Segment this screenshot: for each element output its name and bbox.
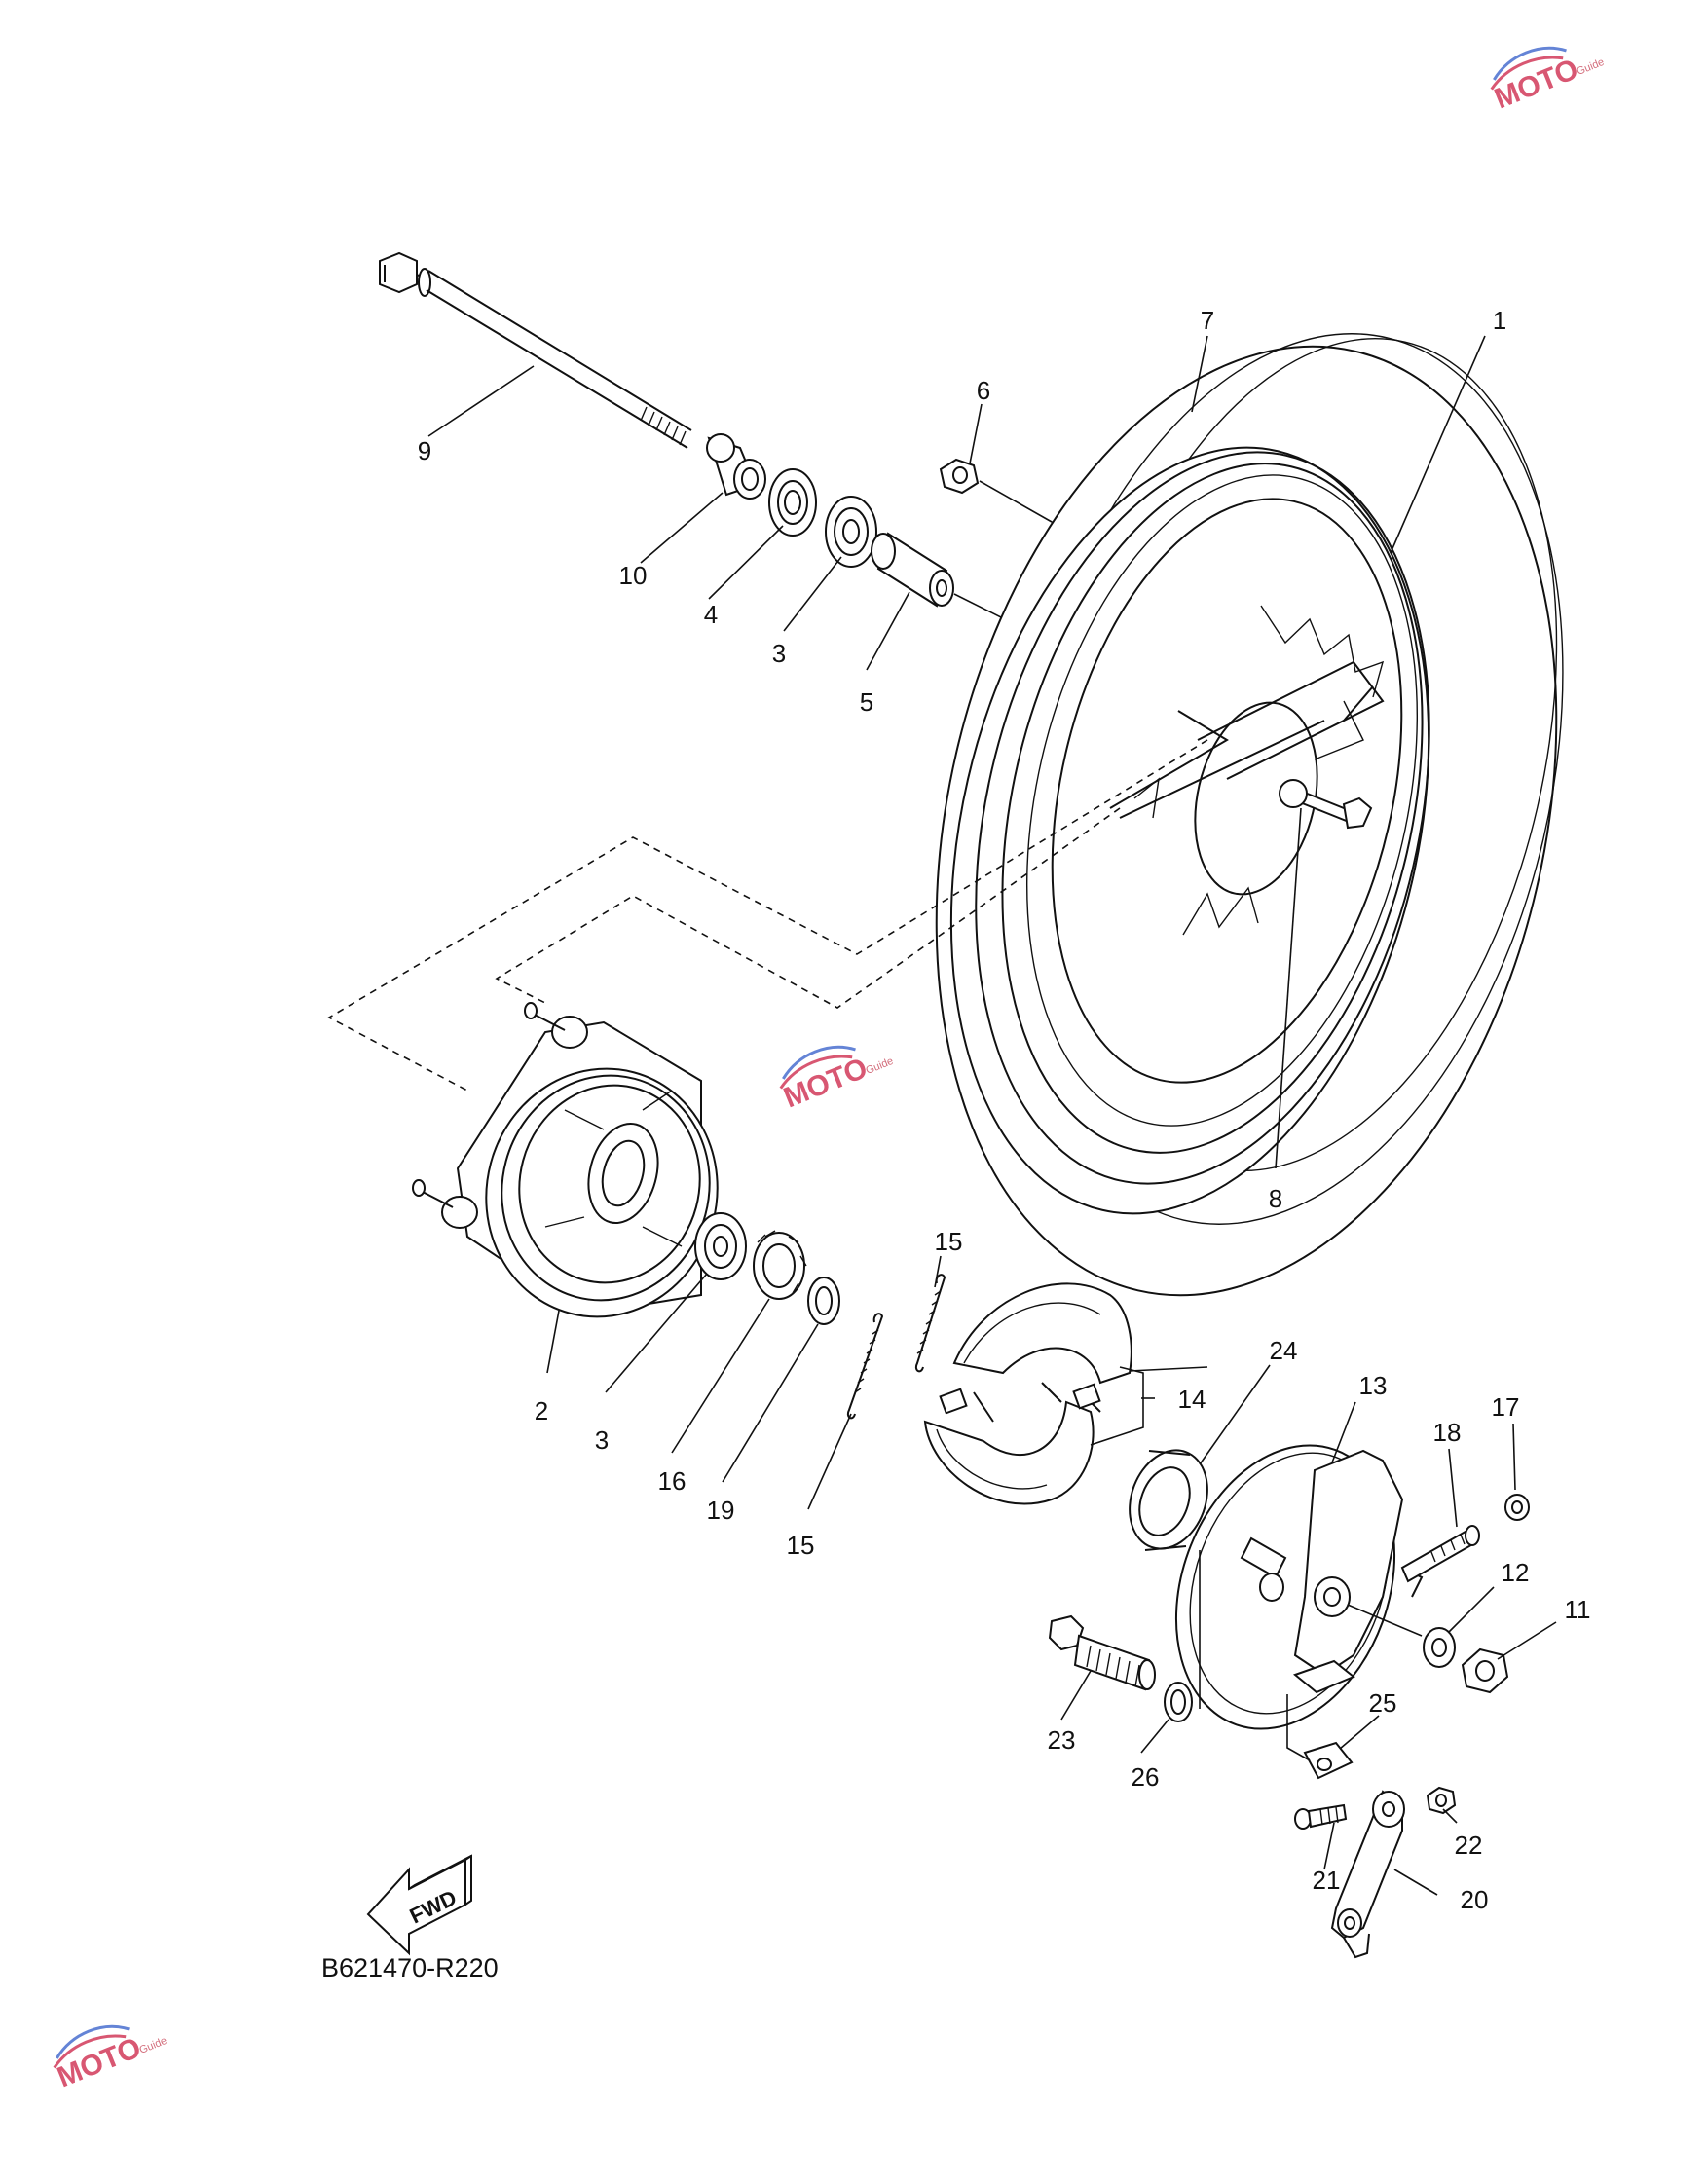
watermark-brand: MOTO bbox=[53, 2031, 145, 2093]
bearing-small[interactable] bbox=[768, 468, 817, 537]
watermark-sub: Guide bbox=[864, 1055, 895, 1077]
callout-21[interactable]: 21 bbox=[1313, 1866, 1341, 1895]
callout-2[interactable]: 2 bbox=[535, 1396, 548, 1425]
watermark-brand: MOTO bbox=[1490, 53, 1582, 115]
callout-16[interactable]: 16 bbox=[658, 1466, 687, 1496]
callout-9[interactable]: 9 bbox=[418, 436, 431, 465]
assembly-dashed-connector bbox=[327, 739, 1208, 1092]
callout-10[interactable]: 10 bbox=[619, 561, 648, 590]
callout-17[interactable]: 17 bbox=[1492, 1392, 1520, 1422]
watermark-top-right: MOTO Guide bbox=[1490, 46, 1606, 115]
wear-indicator-plate[interactable] bbox=[1286, 1694, 1354, 1780]
brake-shoe-plate[interactable] bbox=[1138, 1415, 1432, 1759]
callout-4[interactable]: 4 bbox=[704, 600, 718, 629]
small-nut[interactable] bbox=[1504, 1494, 1530, 1521]
callout-14[interactable]: 14 bbox=[1178, 1385, 1206, 1414]
brake-shoe-set[interactable] bbox=[923, 1282, 1132, 1505]
oil-seal[interactable] bbox=[1117, 1439, 1221, 1560]
callout-15-upper[interactable]: 15 bbox=[935, 1227, 963, 1256]
callout-22[interactable]: 22 bbox=[1455, 1831, 1483, 1860]
watermark-sub: Guide bbox=[137, 2035, 168, 2056]
callout-18[interactable]: 18 bbox=[1433, 1418, 1462, 1447]
callout-24[interactable]: 24 bbox=[1270, 1336, 1298, 1365]
bearing-upper[interactable] bbox=[825, 496, 877, 568]
brake-camshaft[interactable] bbox=[1048, 1614, 1156, 1691]
lever-bolt[interactable] bbox=[1294, 1803, 1348, 1830]
callout-7[interactable]: 7 bbox=[1201, 306, 1214, 335]
spacer[interactable] bbox=[871, 532, 954, 608]
callout-6[interactable]: 6 bbox=[977, 376, 990, 405]
callout-leader-lines bbox=[427, 335, 1557, 1896]
watermark-bottom-left: MOTO Guide bbox=[53, 2024, 168, 2093]
callout-3-lower[interactable]: 3 bbox=[595, 1425, 609, 1455]
callout-25[interactable]: 25 bbox=[1369, 1688, 1397, 1718]
rear-wheel[interactable] bbox=[909, 407, 1497, 1229]
callout-8[interactable]: 8 bbox=[1269, 1184, 1282, 1213]
brake-spring-upper[interactable] bbox=[914, 1274, 946, 1373]
callout-5[interactable]: 5 bbox=[860, 687, 873, 717]
axle-nut[interactable] bbox=[939, 458, 980, 495]
callout-11[interactable]: 11 bbox=[1565, 1595, 1591, 1624]
axle-bolt[interactable] bbox=[379, 251, 692, 449]
watermark-brand: MOTO bbox=[779, 1052, 872, 1114]
callout-3-upper[interactable]: 3 bbox=[772, 639, 786, 668]
callout-26[interactable]: 26 bbox=[1132, 1762, 1160, 1792]
forward-direction-arrow: FWD bbox=[366, 1854, 472, 1956]
callout-1[interactable]: 1 bbox=[1493, 306, 1506, 335]
anchor-pin[interactable] bbox=[1400, 1525, 1480, 1583]
plate-washer[interactable] bbox=[1347, 1604, 1456, 1668]
collar[interactable] bbox=[706, 433, 766, 500]
callout-23[interactable]: 23 bbox=[1048, 1725, 1076, 1755]
callout-20[interactable]: 20 bbox=[1461, 1885, 1489, 1914]
watermark-center: MOTO Guide bbox=[779, 1045, 895, 1114]
callout-13[interactable]: 13 bbox=[1359, 1371, 1388, 1400]
brake-drum-hub[interactable] bbox=[412, 1002, 745, 1343]
watermark-sub: Guide bbox=[1575, 56, 1606, 78]
diagram-code: B621470-R220 bbox=[321, 1953, 499, 1982]
washer[interactable] bbox=[807, 1277, 840, 1325]
bearing-lower[interactable] bbox=[694, 1212, 747, 1280]
brake-spring-lower[interactable] bbox=[846, 1313, 884, 1420]
o-ring[interactable] bbox=[1164, 1682, 1193, 1722]
callout-19[interactable]: 19 bbox=[707, 1496, 735, 1525]
rear-tire[interactable] bbox=[847, 278, 1645, 1357]
camshaft-lever[interactable] bbox=[1330, 1790, 1405, 1959]
callout-12[interactable]: 12 bbox=[1502, 1558, 1530, 1587]
tire-valve[interactable] bbox=[1279, 779, 1373, 830]
flange-nut[interactable] bbox=[1461, 1647, 1509, 1694]
lever-nut[interactable] bbox=[1426, 1786, 1457, 1815]
callout-numbers: 1 2 3 3 4 5 6 7 8 9 10 11 12 13 14 15 15… bbox=[418, 306, 1591, 1914]
meter-drive-gear[interactable] bbox=[753, 1230, 807, 1300]
callout-15-lower[interactable]: 15 bbox=[787, 1531, 815, 1560]
